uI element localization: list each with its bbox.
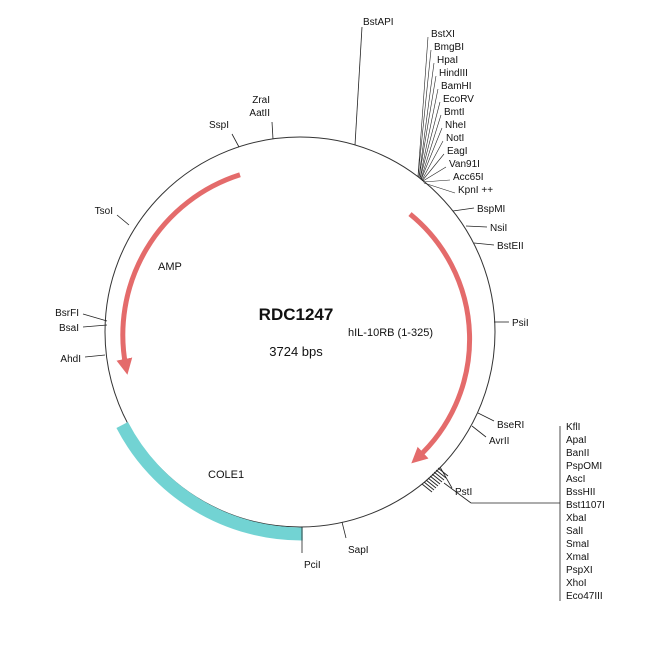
- site-label-bmti: BmtI: [444, 107, 465, 118]
- site-label-pspomi: PspOMI: [566, 461, 602, 472]
- bottom-cluster-ticks: [421, 467, 449, 493]
- site-label-bsshii: BssHII: [566, 487, 595, 498]
- site-label-bsai: BsaI: [59, 323, 79, 334]
- site-tick-tsoi: [116, 214, 130, 226]
- site-label-nsii: NsiI: [490, 223, 507, 234]
- site-tick-bsrfi: [82, 313, 108, 322]
- site-tick-bsai: [82, 324, 108, 328]
- site-label-pcii: PciI: [304, 560, 321, 571]
- site-label-pspxi: PspXI: [566, 565, 593, 576]
- amp-feature-arrow: [116, 172, 241, 375]
- site-tick-bspmi: [452, 207, 475, 212]
- site-tick-avrii: [471, 425, 487, 438]
- site-label-avrii: AvrII: [489, 436, 509, 447]
- site-label-xmai: XmaI: [566, 552, 589, 563]
- site-label-psti: PstI: [455, 487, 472, 498]
- site-label-bseri: BseRI: [497, 420, 524, 431]
- site-label-ecorv: EcoRV: [443, 94, 474, 105]
- site-label-sapi: SapI: [348, 545, 369, 556]
- site-label-bmgbi: BmgBI: [434, 42, 464, 53]
- top-cluster-lines: [417, 36, 456, 194]
- site-label-sali: SalI: [566, 526, 583, 537]
- site-label-van91i: Van91I: [449, 159, 480, 170]
- site-label-bsrfi: BsrFI: [55, 308, 79, 319]
- site-tick-bsteii: [473, 242, 495, 246]
- site-label-xbai: XbaI: [566, 513, 587, 524]
- plasmid-name: RDC1247: [259, 305, 334, 324]
- site-label-asci: AscI: [566, 474, 585, 485]
- site-label-acc65i: Acc65I: [453, 172, 484, 183]
- feature-label-hil10rb: hIL-10RB (1-325): [348, 327, 433, 339]
- site-label-bsteii: BstEII: [497, 241, 524, 252]
- site-label-nhei: NheI: [445, 120, 466, 131]
- feature-label-amp: AMP: [158, 261, 182, 273]
- site-label-kfli: KflI: [566, 422, 580, 433]
- bottom-cluster-leader: [443, 482, 472, 504]
- site-label-ahdi: AhdI: [60, 354, 81, 365]
- site-label-sspi: SspI: [209, 120, 229, 131]
- site-label-zrai: ZraI: [252, 95, 270, 106]
- site-label-bst1107i: Bst1107I: [566, 500, 605, 511]
- site-tick-sspi: [231, 133, 240, 148]
- site-label-bstapi: BstAPI: [363, 17, 394, 28]
- site-label-aatii: AatII: [249, 108, 270, 119]
- site-tick-nsii: [465, 225, 488, 228]
- site-label-bamhi: BamHI: [441, 81, 472, 92]
- site-label-bstxi: BstXI: [431, 29, 455, 40]
- site-label-banii: BanII: [566, 448, 589, 459]
- site-label-hindiii: HindIII: [439, 68, 468, 79]
- site-label-bspmi: BspMI: [477, 204, 505, 215]
- site-tick-bseri: [477, 412, 495, 422]
- site-label-xhoi: XhoI: [566, 578, 587, 589]
- site-label-tsoi: TsoI: [95, 206, 113, 217]
- site-label-eagi: EagI: [447, 146, 468, 157]
- site-label-apai: ApaI: [566, 435, 587, 446]
- site-tick-psti: [439, 466, 453, 489]
- cole1-feature-arc: [116, 422, 303, 541]
- site-label-psii: PsiI: [512, 318, 529, 329]
- feature-label-cole1: COLE1: [208, 469, 244, 481]
- plasmid-size: 3724 bps: [269, 344, 323, 359]
- site-label-eco47iii: Eco47III: [566, 591, 603, 602]
- site-label-hpai: HpaI: [437, 55, 458, 66]
- hil10rb-feature-arrow: [408, 212, 473, 464]
- site-tick-sapi: [341, 521, 347, 539]
- site-line-bstapi: [354, 26, 363, 146]
- site-tick-aatii: [271, 121, 274, 140]
- site-tick-ahdi: [84, 354, 106, 358]
- site-label-kpni: KpnI ++: [458, 185, 493, 196]
- site-label-noti: NotI: [446, 133, 464, 144]
- plasmid-backbone: [104, 136, 496, 528]
- site-label-smai: SmaI: [566, 539, 589, 550]
